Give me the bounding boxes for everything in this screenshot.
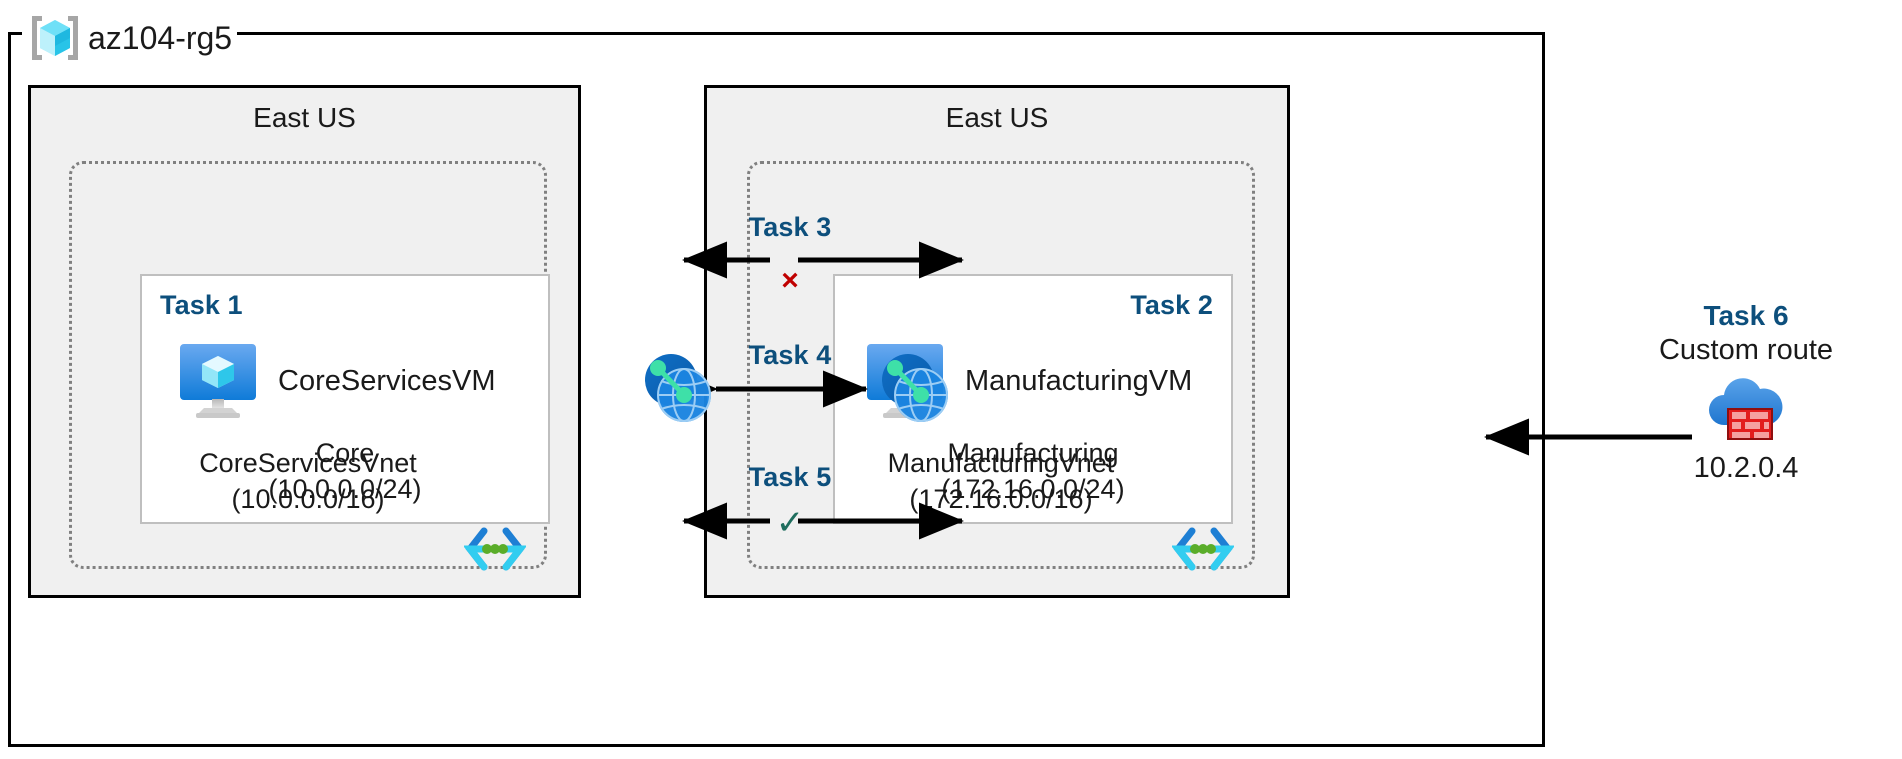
task-6-group: Task 6 Custom route bbox=[1596, 300, 1896, 485]
task-label-2: Task 2 bbox=[1130, 290, 1213, 320]
virtual-network-icon bbox=[1170, 527, 1236, 571]
vnet-box-manufacturing: Task 2 bbox=[747, 161, 1255, 571]
firewall-cloud-icon bbox=[1698, 378, 1794, 449]
region-label-left: East US bbox=[253, 102, 356, 133]
subnet-box-core: Task 1 bbox=[140, 274, 550, 524]
task-label-4: Task 4 bbox=[748, 340, 832, 370]
vnet-peering-icon-left bbox=[640, 350, 716, 426]
vm-coreservicesvm: CoreServicesVM bbox=[176, 342, 496, 420]
virtual-network-icon bbox=[462, 527, 528, 571]
task-label-6: Task 6 bbox=[1703, 300, 1789, 331]
task-6-description: Custom route bbox=[1658, 334, 1834, 366]
vnet-name-coreservices: CoreServicesVnet bbox=[199, 448, 417, 478]
subnet-cidr-core: (10.0.0.0/24) bbox=[268, 474, 422, 504]
subnet-name-core: Core bbox=[315, 438, 375, 468]
task-label-1: Task 1 bbox=[160, 290, 243, 320]
virtual-machine-icon bbox=[176, 342, 260, 420]
vnet-cidr-coreservices: (10.0.0.0/16) bbox=[231, 484, 385, 514]
vm-name-manufacturingvm: ManufacturingVM bbox=[965, 364, 1193, 397]
vnet-name-manufacturing: ManufacturingVnet bbox=[887, 448, 1115, 478]
resource-group-cube-icon bbox=[26, 12, 84, 64]
subnet-name-manufacturing: Manufacturing bbox=[947, 438, 1119, 468]
task-6-ip-address: 10.2.0.4 bbox=[1693, 452, 1799, 484]
resource-group-name: az104-rg5 bbox=[88, 20, 233, 56]
task-3-cross-marker: × bbox=[781, 264, 799, 297]
task-label-3: Task 3 bbox=[748, 212, 832, 242]
region-box-left: East US Task 1 bbox=[28, 85, 581, 598]
task-label-5: Task 5 bbox=[748, 462, 832, 492]
vnet-box-coreservices: Task 1 bbox=[69, 161, 550, 571]
vnet-peering-icon-right bbox=[877, 350, 953, 426]
subnet-cidr-manufacturing: (172.16.0.0/24) bbox=[941, 474, 1125, 504]
task-5-check-marker: ✓ bbox=[775, 504, 805, 542]
region-box-right: East US Task 2 bbox=[704, 85, 1290, 598]
resource-group-frame bbox=[8, 32, 1545, 747]
region-label-right: East US bbox=[945, 102, 1049, 133]
vm-name-coreservicesvm: CoreServicesVM bbox=[278, 364, 496, 397]
